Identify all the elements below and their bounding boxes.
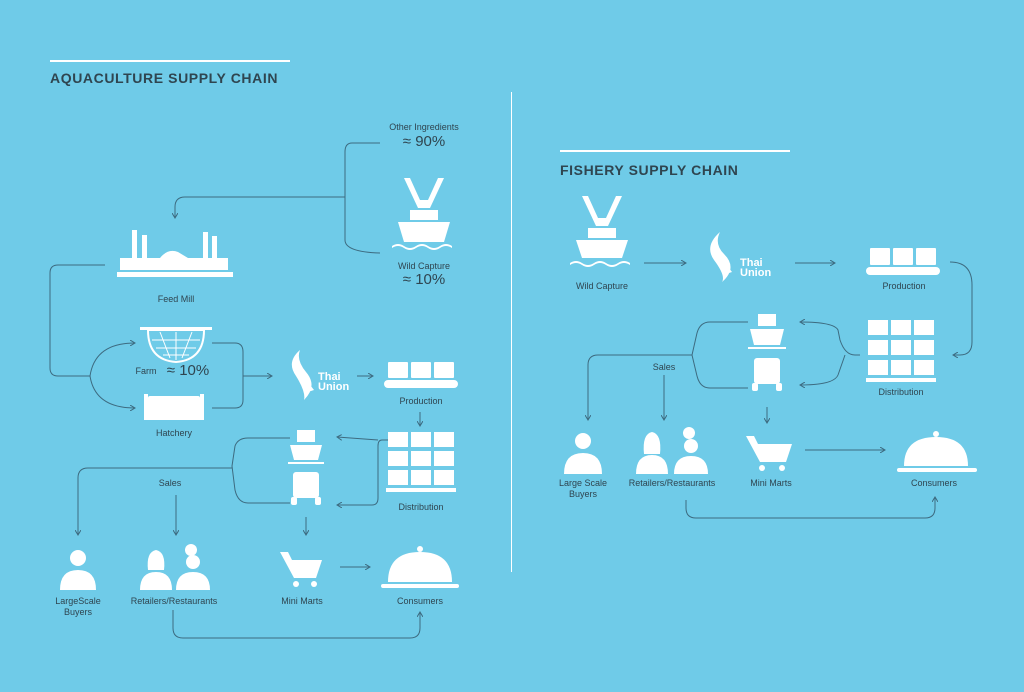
fishery-business-person-icon — [564, 433, 602, 474]
fishery-wild-capture-label: Wild Capture — [575, 281, 629, 291]
cargo-ship-icon — [288, 430, 324, 464]
other-ingredients-label: Other Ingredients — [389, 122, 459, 132]
fishery-consumers-label: Consumers — [910, 478, 958, 488]
brand-line-thai: Thai — [318, 371, 341, 383]
fishery-brand-line-union: Union — [740, 267, 772, 279]
section-divider — [511, 92, 512, 572]
fishery-shopping-cart-icon — [746, 436, 792, 471]
fishing-boat-icon — [392, 178, 452, 250]
hatchery-label: Hatchery — [155, 428, 193, 438]
business-person-icon — [60, 550, 96, 590]
fishery-delivery-truck-icon — [752, 358, 782, 391]
wild-capture-label: Wild Capture — [397, 261, 451, 271]
fishery-distribution-boxes-icon — [866, 320, 936, 382]
fishery-production-conveyor-icon — [866, 248, 940, 275]
fishery-retailers-label: Retailers/Restaurants — [628, 478, 716, 488]
farm-label: Farm — [135, 366, 157, 376]
brand-line-union: Union — [318, 381, 350, 393]
chef-icon — [176, 544, 210, 590]
distribution-boxes-icon — [386, 432, 456, 492]
fishery-chef-icon — [674, 427, 708, 474]
retailer-woman-icon — [140, 550, 172, 590]
hatchery-tank-icon — [144, 394, 204, 420]
fishery-large-scale-buyers-label: Large Scale Buyers — [559, 478, 607, 500]
fishery-mini-marts-label: Mini Marts — [750, 478, 792, 488]
production-conveyor-icon — [384, 362, 458, 388]
feed-mill-label: Feed Mill — [157, 294, 195, 304]
fishery-brand-line-thai: Thai — [740, 257, 763, 269]
other-ingredients-percent: ≈ 90% — [402, 133, 446, 150]
sales-label: Sales — [158, 478, 182, 488]
mini-marts-label: Mini Marts — [281, 596, 323, 606]
large-scale-line1: LargeScale — [55, 596, 101, 606]
fishery-large-scale-line2: Buyers — [568, 489, 598, 499]
consumers-label: Consumers — [396, 596, 444, 606]
large-scale-buyers-label: LargeScale Buyers — [55, 596, 101, 618]
fishery-title: FISHERY SUPPLY CHAIN — [560, 162, 739, 178]
fishery-food-cloche-icon — [897, 431, 977, 472]
fishery-distribution-label: Distribution — [878, 387, 924, 397]
fishery-production-label: Production — [882, 281, 926, 291]
aquaculture-title: AQUACULTURE SUPPLY CHAIN — [50, 70, 279, 86]
fishery-title-rule — [560, 150, 790, 152]
fishery-thai-union-brand-text: Thai Union — [740, 257, 772, 279]
retailers-label: Retailers/Restaurants — [130, 596, 218, 606]
fishery-sales-label: Sales — [652, 362, 676, 372]
farm-percent: ≈ 10% — [166, 362, 210, 379]
fishery-fishing-boat-icon — [570, 196, 630, 267]
distribution-label: Distribution — [398, 502, 444, 512]
wild-capture-percent: ≈ 10% — [402, 271, 446, 288]
fishery-retailer-woman-icon — [636, 432, 668, 474]
fish-farm-net-icon — [140, 327, 212, 364]
production-label: Production — [399, 396, 443, 406]
food-cloche-icon — [381, 546, 459, 588]
thai-union-logo-icon — [291, 350, 314, 400]
fishery-large-scale-line1: Large Scale — [558, 478, 608, 488]
delivery-truck-icon — [291, 472, 321, 505]
factory-icon — [117, 230, 233, 277]
fishery-thai-union-logo-icon — [710, 232, 732, 282]
shopping-cart-icon — [280, 552, 322, 587]
aquaculture-title-rule — [50, 60, 290, 62]
fishery-cargo-ship-icon — [748, 314, 786, 349]
large-scale-line2: Buyers — [63, 607, 93, 617]
thai-union-brand-text: Thai Union — [318, 371, 350, 393]
